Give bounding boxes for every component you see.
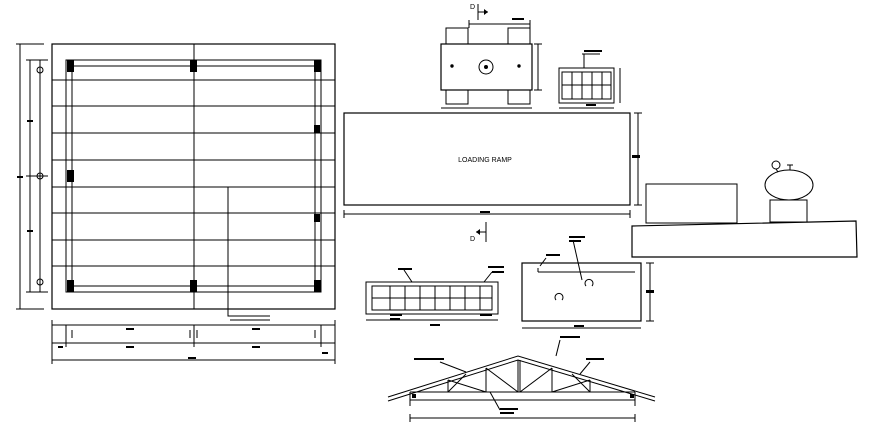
loading-ramp-label: LOADING RAMP: [458, 157, 512, 164]
section-marker-top: D: [470, 4, 488, 20]
column-markers: [67, 60, 321, 292]
floor-plan: [16, 43, 336, 364]
footing-section: [521, 236, 654, 329]
ramp-elevation: [631, 160, 858, 258]
footing-plan: [440, 18, 542, 109]
rebar-cage-small: [558, 50, 621, 109]
roof-truss: [387, 336, 656, 422]
section-marker-bottom-label: D: [470, 236, 475, 243]
rebar-cage-large: [365, 266, 504, 326]
section-marker-bottom: D: [470, 222, 487, 243]
loading-ramp: LOADING RAMP: [343, 112, 642, 218]
section-marker-top-label: D: [470, 4, 475, 11]
